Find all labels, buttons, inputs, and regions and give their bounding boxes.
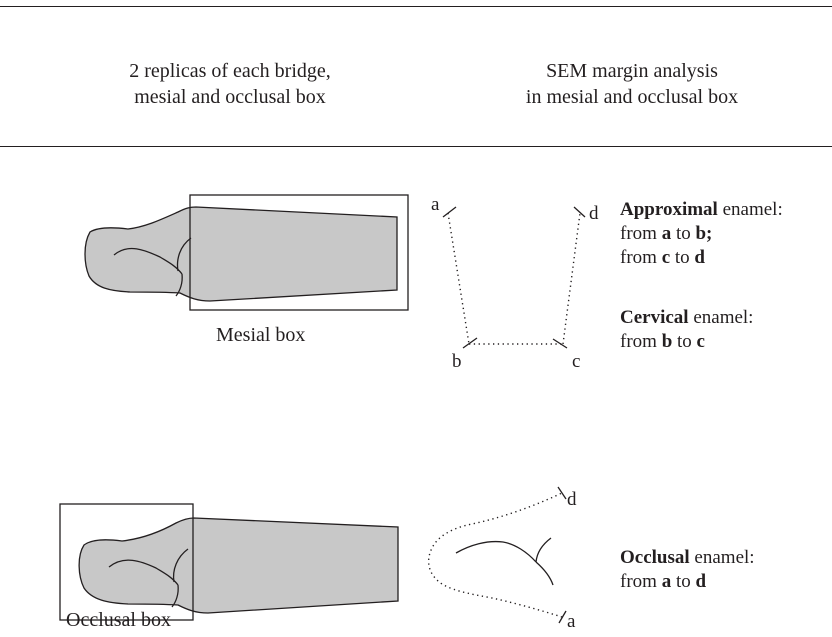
occlusal-scheme-fissure-upper	[535, 537, 552, 563]
occlusal-fissure-lower-branch	[171, 584, 179, 608]
occlusal-margin-scheme: d a	[427, 486, 577, 632]
occlusal-scheme-fissure-lower	[535, 561, 554, 586]
mesial-tick-c	[552, 338, 568, 349]
cervical-heading: Cervical enamel:	[620, 307, 754, 328]
mesial-box-frame	[189, 194, 409, 311]
occlusal-tooth-replica	[78, 517, 399, 614]
mesial-fissure-upper-branch	[176, 237, 192, 272]
occlusal-margin-a-d	[427, 492, 563, 618]
mesial-point-d: d	[589, 203, 599, 224]
occlusal-legend: Occlusal enamel: from a to d	[620, 546, 755, 594]
occlusal-tick-a	[558, 610, 567, 624]
occlusal-fissure-upper-branch	[172, 548, 189, 583]
occlusal-fissure-main	[108, 559, 179, 586]
mesial-point-a: a	[431, 194, 440, 215]
header-right-line2: in mesial and occlusal box	[525, 86, 739, 108]
mesial-margin-a-b	[447, 212, 470, 345]
mesial-margin-c-d	[562, 212, 581, 345]
header-left-line2: mesial and occlusal box	[134, 86, 326, 108]
mesial-tick-d	[573, 206, 586, 218]
occlusal-box-label: Occlusal box	[66, 609, 171, 631]
mesial-approximal-legend: Approximal enamel: from a to b; from c t…	[620, 198, 783, 270]
approximal-range-2: from c to d	[620, 247, 705, 268]
mesial-tick-b	[462, 337, 478, 349]
approximal-range-1: from a to b;	[620, 223, 713, 244]
occlusal-box-frame	[59, 503, 194, 621]
header-right-line1: SEM margin analysis	[546, 60, 718, 82]
occlusal-tooth-outline	[78, 517, 399, 614]
occlusal-scheme-fissure-main	[455, 540, 537, 563]
header-right: SEM margin analysis in mesial and occlus…	[482, 58, 782, 110]
header-rule	[0, 146, 832, 147]
mesial-tick-a	[442, 206, 457, 218]
mesial-box-label: Mesial box	[216, 324, 306, 346]
mesial-fissure-main	[113, 247, 183, 275]
approximal-heading: Approximal enamel:	[620, 199, 783, 220]
occlusal-point-a: a	[567, 611, 576, 632]
occlusal-range: from a to d	[620, 571, 707, 592]
mesial-tooth-replica	[84, 206, 398, 302]
cervical-range: from b to c	[620, 331, 705, 352]
mesial-cervical-legend: Cervical enamel: from b to c	[620, 306, 753, 354]
top-rule	[0, 6, 832, 7]
header-left: 2 replicas of each bridge, mesial and oc…	[100, 58, 360, 110]
mesial-tooth-outline	[84, 206, 398, 302]
mesial-margin-scheme: a b c d	[431, 194, 599, 372]
header-left-line1: 2 replicas of each bridge,	[129, 60, 331, 82]
mesial-point-b: b	[452, 351, 462, 372]
occlusal-heading: Occlusal enamel:	[620, 547, 755, 568]
mesial-point-c: c	[572, 351, 580, 372]
occlusal-tick-d	[557, 486, 567, 500]
mesial-fissure-lower-branch	[175, 273, 183, 297]
occlusal-point-d: d	[567, 489, 577, 510]
